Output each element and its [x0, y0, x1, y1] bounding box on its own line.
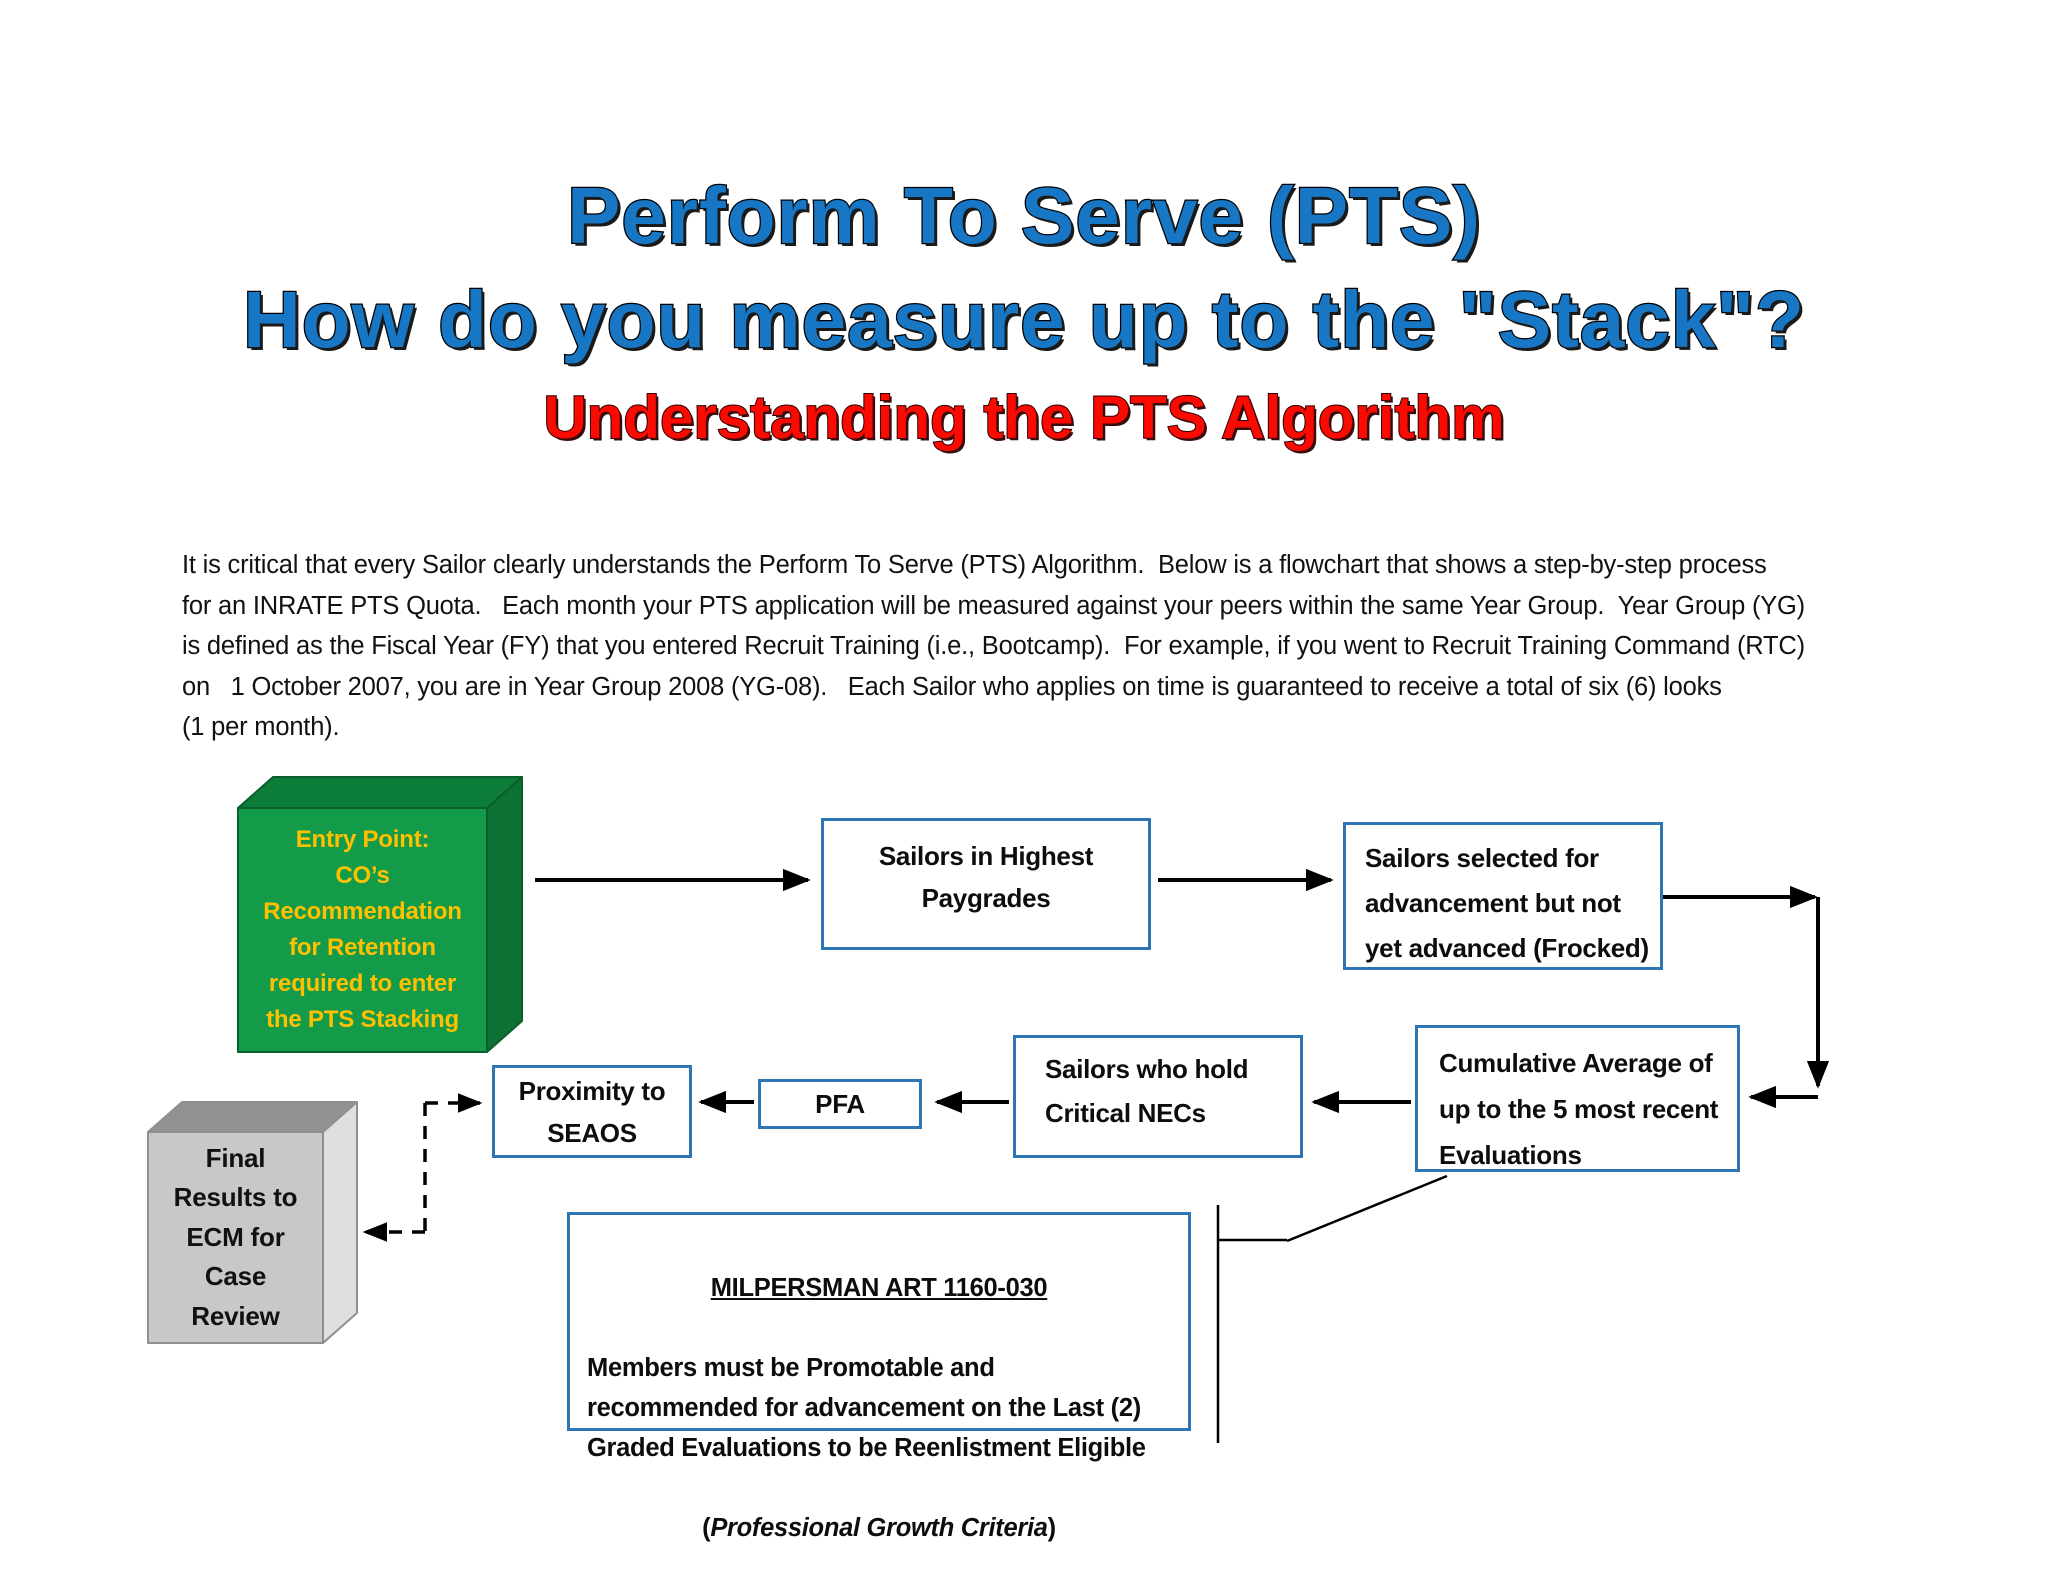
- entry-cube-3d: [237, 776, 523, 1053]
- page-title-line1: Perform To Serve (PTS): [566, 171, 1482, 260]
- page-subtitle: Understanding the PTS Algorithm: [542, 384, 1505, 451]
- flow-arrows: [535, 868, 1830, 1114]
- final-cube-3d: [147, 1101, 358, 1344]
- final-cube-label: Final Results to ECM for Case Review: [173, 1142, 298, 1331]
- box-sailors-highest-paygrades: Sailors in Highest Paygrades: [821, 818, 1151, 950]
- dashed-connector: [362, 1093, 483, 1242]
- milpersman-footer: (Professional Growth Criteria): [702, 1514, 1056, 1542]
- page-title-line2: How do you measure up to the "Stack"?: [242, 275, 1805, 364]
- box-critical-necs: Sailors who hold Critical NECs: [1013, 1035, 1303, 1158]
- box-pfa: PFA: [758, 1079, 922, 1129]
- milpersman-body: Members must be Promotable and recommend…: [587, 1354, 1146, 1462]
- entry-cube-label: Entry Point: CO’s Recommendation for Ret…: [263, 826, 462, 1033]
- callout-leader-lines: [1216, 1174, 1448, 1443]
- box-sailors-selected-frocked: Sailors selected for advancement but not…: [1343, 822, 1663, 970]
- intro-paragraph: It is critical that every Sailor clearly…: [182, 551, 1805, 741]
- milpersman-heading: MILPERSMAN ART 1160-030: [710, 1274, 1048, 1302]
- milpersman-note-box: MILPERSMAN ART 1160-030 Members must be …: [567, 1212, 1191, 1542]
- box-cumulative-average-evals: Cumulative Average of up to the 5 most r…: [1415, 1025, 1740, 1172]
- box-proximity-seaos: Proximity to SEAOS: [492, 1065, 692, 1158]
